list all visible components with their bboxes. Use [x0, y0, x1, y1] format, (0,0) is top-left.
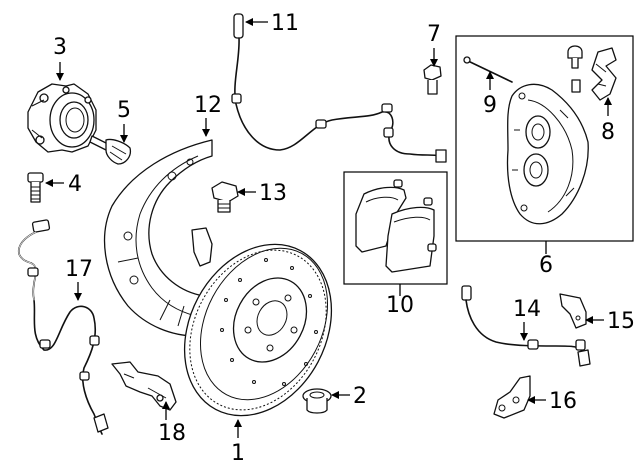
clip-15: [559, 293, 587, 329]
brake-rotor: [183, 243, 333, 417]
dust-shield-12: [103, 139, 213, 337]
callout-5: 5: [117, 98, 131, 123]
caliper: [506, 83, 589, 225]
bracket-16: [493, 375, 531, 419]
callout-2: 2: [353, 384, 367, 409]
callout-8: 8: [601, 120, 615, 145]
callout-9: 9: [483, 93, 497, 118]
bolt-7: [423, 64, 442, 95]
bolt-4: [27, 172, 44, 203]
callout-16: 16: [549, 389, 577, 414]
hub-bearing: [27, 83, 97, 153]
spring-clip-8: [591, 47, 617, 101]
sensor-wire-14: [461, 285, 591, 367]
plug-2: [302, 388, 332, 414]
bolt-13: [211, 181, 239, 213]
hub-bolt-5: [89, 135, 132, 165]
callout-14: 14: [513, 297, 541, 322]
callout-1: 1: [231, 441, 245, 466]
callout-7: 7: [427, 22, 441, 47]
pads-box: [343, 171, 448, 285]
caliper-box: [455, 35, 634, 242]
callout-15: 15: [607, 309, 635, 334]
callout-11: 11: [271, 11, 299, 36]
sensor-wire-11: [231, 13, 447, 163]
callout-17: 17: [65, 257, 93, 282]
caliper-pin-9: [463, 56, 513, 83]
callout-3: 3: [53, 35, 67, 60]
cap-nut: [567, 45, 583, 93]
callout-18: 18: [158, 421, 186, 446]
callout-13: 13: [259, 181, 287, 206]
brake-pads: [355, 179, 437, 273]
callout-10: 10: [386, 293, 414, 318]
bracket-18: [111, 361, 177, 411]
callout-12: 12: [194, 93, 222, 118]
callout-4: 4: [68, 172, 82, 197]
callout-6: 6: [539, 253, 553, 278]
wear-sensor-17: [17, 219, 109, 435]
